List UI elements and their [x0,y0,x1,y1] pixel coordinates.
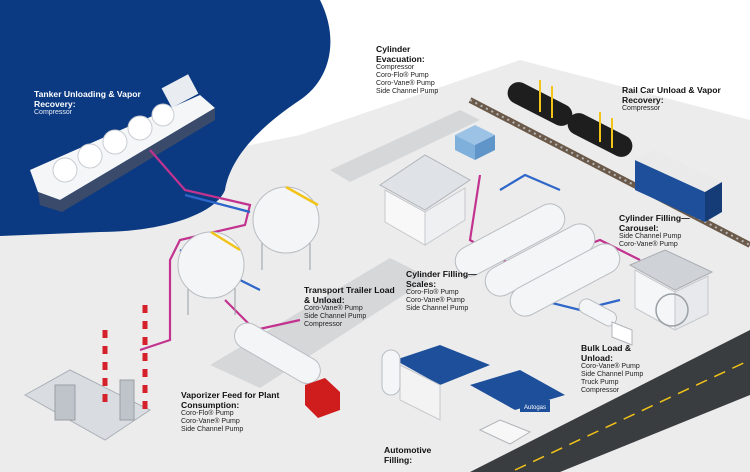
label-cylinder-evacuation-title: Cylinder Evacuation: [376,44,425,64]
label-cylinder-evacuation-item-1: Compressor [376,64,415,72]
carousel-building [628,249,714,331]
label-rail-car: Rail Car Unload & Vapor Recovery: Compre… [622,85,732,113]
label-bulk-item-2: Side Channel Pump [581,371,644,379]
vertical-storage-tank [381,349,401,396]
label-transport-trailer: Transport Trailer Load & Unload: Coro-Va… [304,285,399,329]
label-bulk: Bulk Load & Unload: Coro-Vane® Pump Side… [581,343,656,395]
label-scales-item-3: Side Channel Pump [406,304,469,312]
label-automotive-title: Automotive Filling: [384,445,432,465]
label-automotive: Automotive Filling: [384,445,444,465]
label-transport-trailer-item-3: Compressor [304,320,343,328]
label-transport-trailer-item-1: Coro-Vane® Pump [304,305,363,313]
rail-unloading-gantry [539,80,613,148]
power-plant [23,305,151,441]
label-cylinder-evacuation-item-3: Coro-Vane® Pump [376,79,435,87]
label-scales: Cylinder Filling—Scales: Coro-Flo® Pump … [406,269,491,313]
label-cylinder-evacuation-item-4: Side Channel Pump [376,87,439,95]
cylinder-evacuation-station [455,125,495,160]
gas-station: Autogas [395,345,565,445]
label-bulk-item-3: Truck Pump [581,378,619,386]
label-transport-trailer-item-2: Side Channel Pump [304,313,367,321]
label-cylinder-evacuation-item-2: Coro-Flo® Pump [376,72,429,80]
gas-station-sign [520,400,550,412]
horizontal-storage-tanks [454,203,621,317]
label-carousel: Cylinder Filling—Carousel: Side Channel … [619,213,729,249]
road-lower [470,330,750,472]
label-transport-trailer-title: Transport Trailer Load & Unload: [304,285,395,305]
label-carousel-item-2: Coro-Vane® Pump [619,241,678,249]
label-rail-car-title: Rail Car Unload & Vapor Recovery: [622,85,721,105]
label-scales-title: Cylinder Filling—Scales: [406,269,477,289]
label-tanker-item-1: Compressor [34,109,73,117]
tanker-ship [30,74,215,212]
road-lane-marking [514,359,750,471]
label-bulk-item-4: Compressor [581,386,620,394]
label-rail-car-item-1: Compressor [622,105,661,113]
label-carousel-item-1: Side Channel Pump [619,233,682,241]
label-vaporizer-item-3: Side Channel Pump [181,425,244,433]
transport-trailer-truck [234,322,340,418]
label-vaporizer: Vaporizer Feed for Plant Consumption: Co… [181,390,291,434]
label-cylinder-evacuation: Cylinder Evacuation: Compressor Coro-Flo… [376,44,456,96]
cylinder-filling-shed [379,154,471,246]
bulk-truck [578,298,633,346]
label-tanker-title: Tanker Unloading & Vapor Recovery: [34,89,141,109]
gas-station-sign-text: Autogas [524,405,546,411]
spherical-storage-tanks [177,185,320,315]
label-scales-item-1: Coro-Flo® Pump [406,289,459,297]
road-upper [330,110,480,182]
label-vaporizer-item-2: Coro-Vane® Pump [181,418,240,426]
label-tanker: Tanker Unloading & Vapor Recovery: Compr… [34,89,144,117]
label-bulk-title: Bulk Load & Unload: [581,343,632,363]
locomotive [635,150,722,222]
label-bulk-item-1: Coro-Vane® Pump [581,363,640,371]
label-vaporizer-title: Vaporizer Feed for Plant Consumption: [181,390,280,410]
label-carousel-title: Cylinder Filling—Carousel: [619,213,690,233]
label-scales-item-2: Coro-Vane® Pump [406,297,465,305]
label-vaporizer-item-1: Coro-Flo® Pump [181,410,234,418]
